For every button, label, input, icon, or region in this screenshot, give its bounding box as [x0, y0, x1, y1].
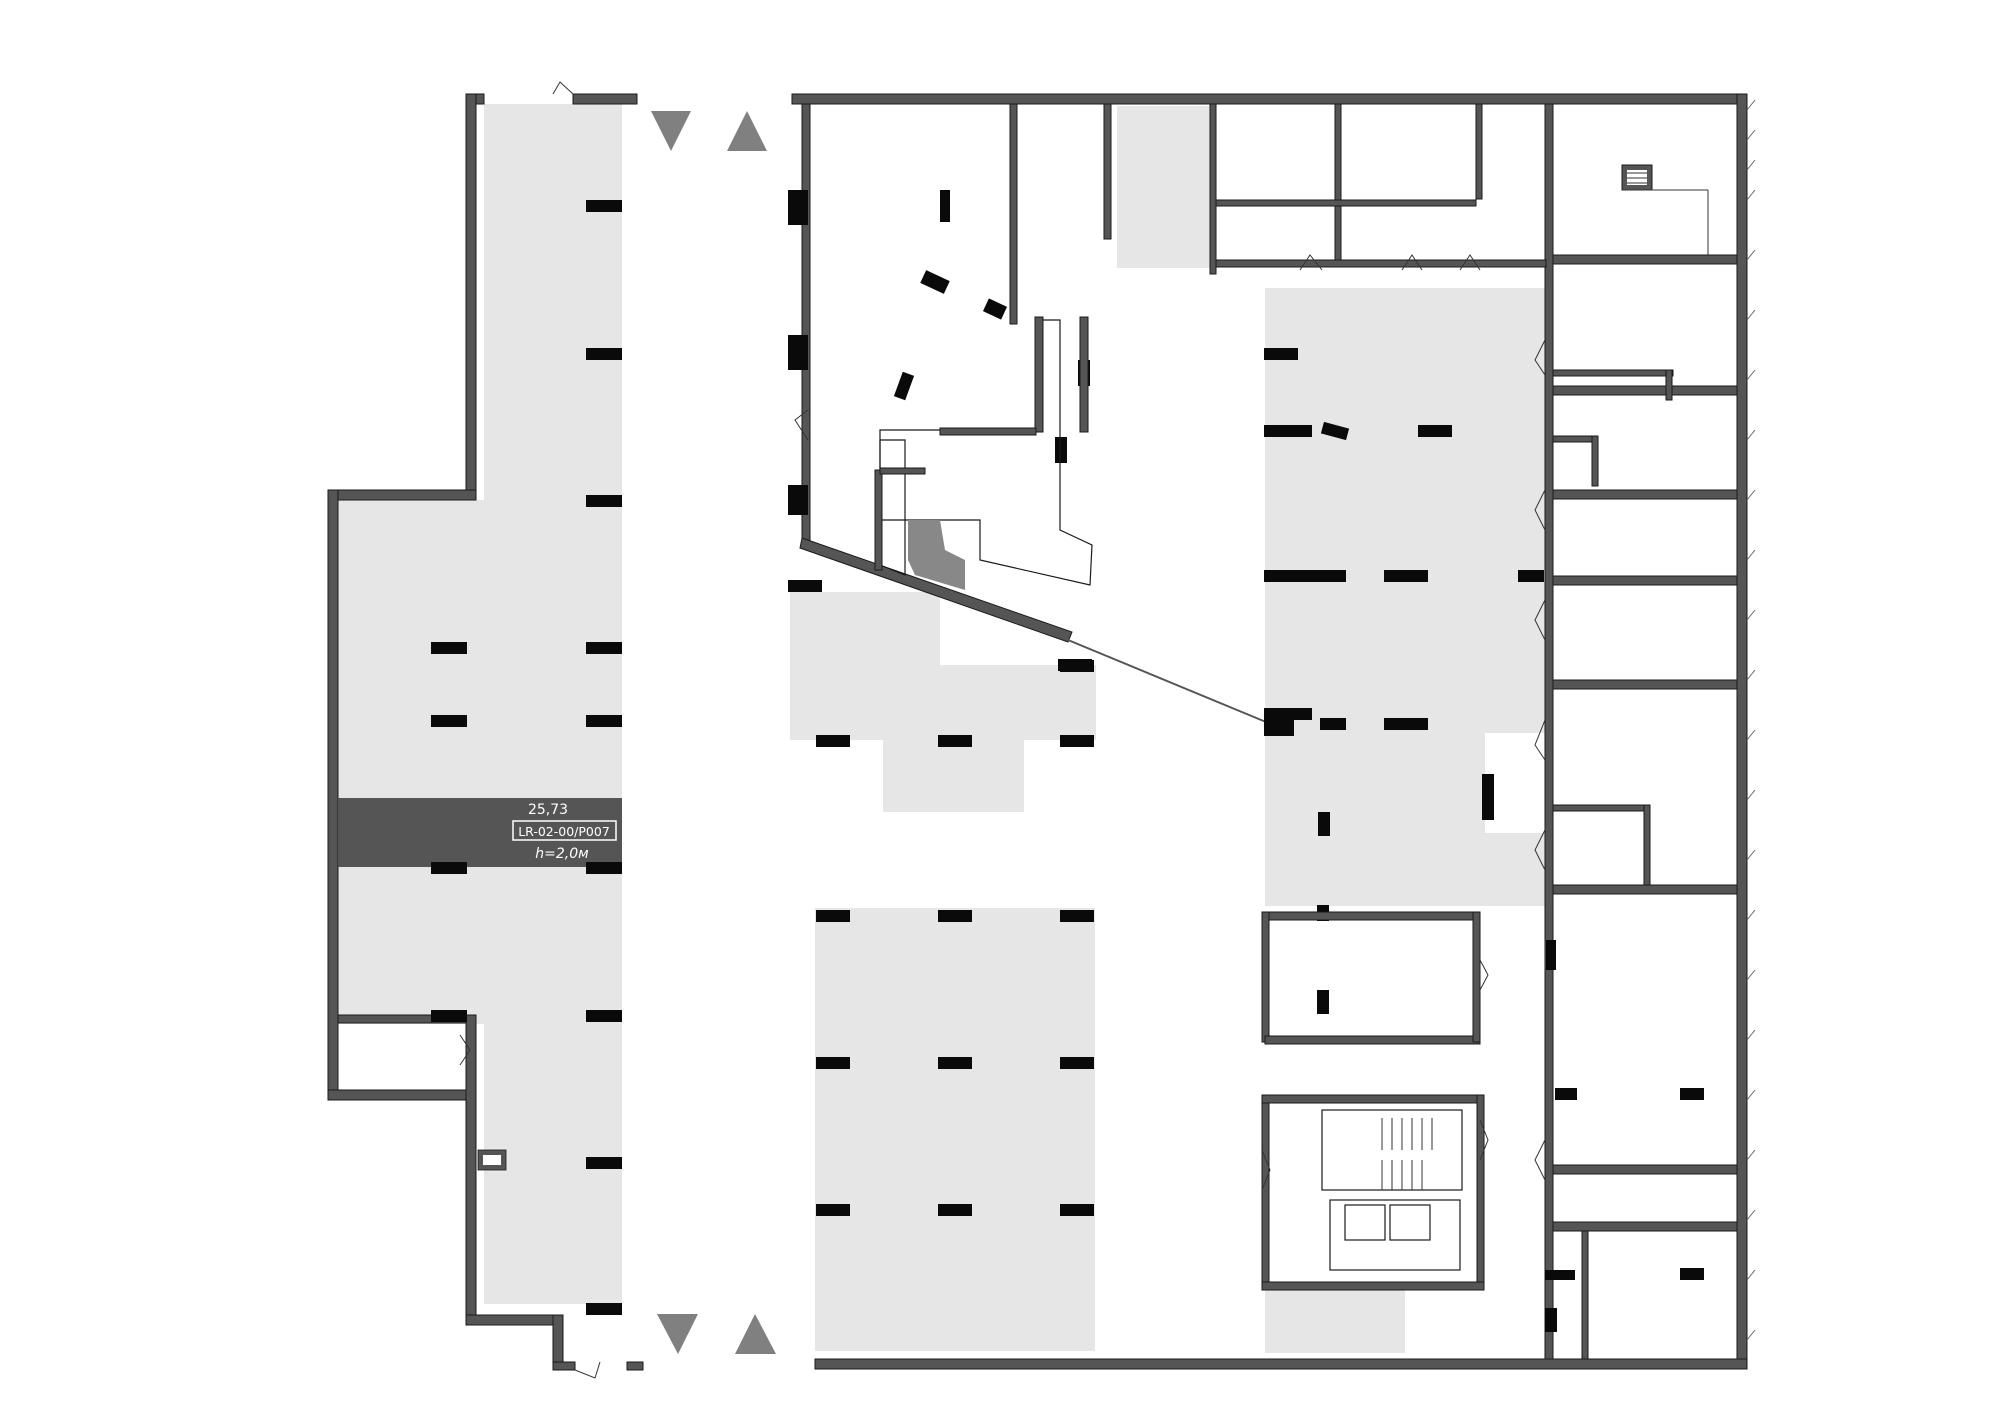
- spot-code-box: [512, 820, 617, 841]
- spot-height: h=2,0м: [535, 846, 589, 862]
- direction-arrows: [651, 111, 776, 1354]
- right-block-rooms: [874, 164, 1709, 1291]
- right-columns: [788, 190, 1704, 1332]
- triangle-down-icon: [657, 1314, 698, 1354]
- parking-spot-highlight[interactable]: [338, 798, 622, 867]
- right-block-walls: [791, 93, 1748, 1370]
- facade-hatch: [1746, 99, 1756, 1341]
- triangle-up-icon: [727, 111, 767, 151]
- center-zones: [790, 106, 1545, 1353]
- spot-code: LR-02-00/P007: [518, 824, 610, 839]
- spot-area: 25,73: [528, 802, 568, 818]
- triangle-down-icon: [651, 111, 691, 151]
- triangle-up-icon: [735, 1314, 776, 1354]
- parking-spot-p007[interactable]: 25,73 LR-02-00/P007 h=2,0м: [338, 798, 622, 867]
- left-columns: [431, 200, 622, 1315]
- left-wing-walls: [327, 81, 644, 1379]
- door-swings: [794, 254, 1546, 1191]
- left-wing-zones: [338, 104, 622, 1304]
